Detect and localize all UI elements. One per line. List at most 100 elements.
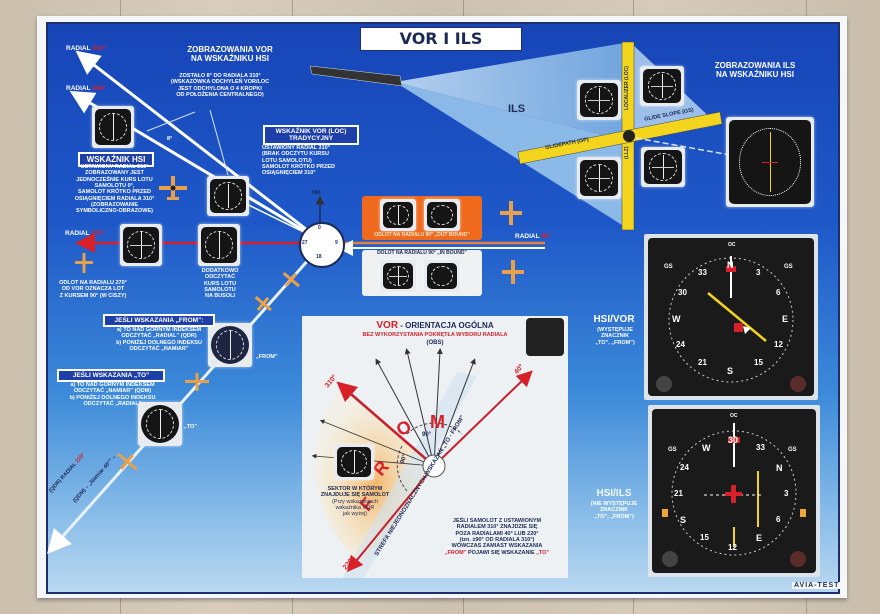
radial-value: 302° [92,85,106,92]
hsi-ils-label: HSI/ILS [596,488,632,499]
dial-mark: 30 [678,288,687,297]
note-line: SYMBOLICZNO-OBRAZOWE) [76,208,153,215]
hsi-instrument-small [92,106,134,148]
ils-label: ILS [508,103,526,115]
label-line: TRADYCYJNY [288,135,334,142]
note-line: ZNACZNIK [599,507,629,514]
radial-270-label: RADIAL 270° [65,230,105,237]
note-line: SAMOLOTU [204,286,236,293]
arc-90-top: 90° [422,432,432,438]
note-line: ODCZYTAĆ „RADIAL” [83,400,142,407]
inbound-panel: DOLOT NA RADIALU 90° „IN BOUND” [362,250,482,296]
radial-value: 270° [91,230,105,237]
gs-label-left: GS [664,264,673,270]
dial-mark: 24 [676,340,685,349]
dial-mark: W [672,314,681,324]
radial-prefix: RADIAL [66,45,91,52]
note-line: NA BUSOLI [204,293,236,300]
radial-40-arrow [433,370,533,467]
radial-270-note: ODLOT NA RADIALU 270° OD VOR OZNACZA LOT… [48,280,138,299]
dial-mark: E [782,314,789,324]
note-line: b) PONIŻEJ DOLNEGO INDEKSU [116,339,202,346]
gs-label-right: GS [784,264,793,270]
ils-instrument-1 [577,80,621,120]
outbound-label: ODLOT NA RADIALU 90° „OUT BOUND” [374,232,470,239]
compass-instrument-270 [198,224,240,266]
note-line: SEKTOR W KTÓRYM [327,486,383,492]
aircraft-sector [315,386,434,566]
hsi-vor-dial [656,256,806,392]
from-tag: „FROM” [256,354,278,360]
to-box-notes: a) TO NAD GÓRNYM INDEKSEM ODCZYTAĆ „NAMI… [60,382,165,407]
to-tag: „TO” [184,424,198,430]
ils-beam-lower [395,82,630,230]
vor-orientation-diagram [311,348,533,578]
vor-traditional-label: WSKAŹNIK VOR (LOC) TRADYCYJNY [263,125,359,145]
note-line: JEŚLI SAMOLOT Z USTAWIONYM [452,518,542,524]
note-line: RADIALEM 310° ZNAJDZIE SIĘ [456,524,538,531]
note-line: JEST ODCHYLONA O 4 KROPKI [178,85,262,92]
vor-bottom-note: JEŚLI SAMOLOT Z USTAWIONYM RADIALEM 310°… [432,518,562,556]
note-line: ODLOT NA RADIALU 270° [59,280,127,286]
compass-note: DODATKOWO ODCZYTAĆ KURS LOTU SAMOLOTU NA… [198,268,242,300]
note-line: USTAWIONY RADIAL 310° [262,145,330,151]
gs-label-left: GS [668,447,677,453]
note-line: ZOBRAZOWANY JEST [85,170,144,177]
note-line: KURS LOTU [203,280,237,287]
vor-hsi-heading: ZOBRAZOWANIA VOR NA WSKAŹNIKU HSI [160,45,300,63]
vor-instrument-270 [120,224,162,266]
note-line: SAMOLOT KRÓTKO PRZED [77,189,152,196]
north-label: NM [312,190,321,196]
note-line: (Przy wskazaniach [332,498,378,505]
note-line: POZA RADIALAMI 40° LUB 220° [455,530,539,537]
hsi-box-notes: USTAWIONY RADIAL 310° ZOBRAZOWANY JEST J… [62,164,167,215]
vor-instrument-traditional [207,176,249,216]
hsi-box-label: WSKAŹNIK HSI [78,152,154,167]
vor-orientation-panel: VOR - ORIENTACJA OGÓLNA BEZ WYKORZYSTANI… [302,316,568,578]
radial-value: 310° [92,45,106,52]
note-line: a) TO NAD GÓRNYM INDEKSEM [70,382,155,388]
note-line: ODCZYTAĆ „NAMIAR” [129,345,189,352]
note-line: OSIĄGNIĘCIEM RADIALA 310° [74,195,155,202]
dial-mark: E [756,533,763,543]
note-line: WÓWCZAS ZAMIAST WSKAZANIA [451,543,543,550]
note-line: Z KURSEM 90° (W CISZY) [59,292,127,299]
inbound-label: DOLOT NA RADIALU 90° „IN BOUND” [377,250,467,256]
dial-mark: 12 [774,340,783,349]
note-line: (WSKAZÓWKA ODCHYLEŃ VOR/LOC [170,79,270,86]
dial-mark: 15 [754,358,763,367]
note-line: JEDNOCZEŚNIE KURS LOTU [76,176,153,183]
radial-302-label: RADIAL 302° [66,85,106,92]
note-line: SAMOLOT KRÓTKO PRZED [262,163,336,170]
note-line: b) PONIŻEJ DOLNEGO INDEKSU [69,394,156,401]
dial-mark: 30 [728,435,739,445]
from-box-label: JEŚLI WSKAZANIA „FROM”: [103,314,215,327]
note-line: (WYSTĘPUJE [597,327,633,333]
vor-instrument-inbound [380,260,416,292]
ambiguous-zone [342,372,477,578]
dial-top-label: OC [730,413,738,419]
dial-mark: 15 [700,533,709,542]
from-letter-m: M [430,412,445,432]
compass-instrument-inbound [424,260,460,292]
dial-mark: 6 [776,288,781,297]
brand-label: AVIA-TEST [792,582,842,589]
note-line: a) TO NAD GÓRNYM INDEKSEM [116,327,202,333]
vor-instrument-outbound [380,199,416,231]
hsi-vor-instrument: N 3 6 E 12 15 S 21 24 W 30 33 OC GS GS [644,234,818,400]
dial-mark: 3 [756,268,761,277]
vor-orientation-obs: (OBS) [426,340,444,346]
vor-traditional-notes: USTAWIONY RADIAL 310° (BRAK ODCZYTU KURS… [262,145,362,177]
vor-hsi-heading-line2: NA WSKAŹNIKU HSI [191,54,269,64]
note-line: ODCZYTAĆ „NAMIAR” (QDM) [73,388,152,395]
to-word: „TO” [536,549,550,556]
note-line: OSIĄGNIĘCIEM 310° [262,170,316,177]
llz-label: (LLZ) [624,146,630,160]
dial-mark: N [727,260,734,270]
rose-mark: 9 [335,240,338,246]
title-rest: - ORIENTACJA OGÓLNA [398,321,494,330]
note-line: (NIE WYSTĘPUJE [590,501,638,507]
hsi-ils-dial [662,423,806,567]
gs-label-right: GS [788,447,797,453]
